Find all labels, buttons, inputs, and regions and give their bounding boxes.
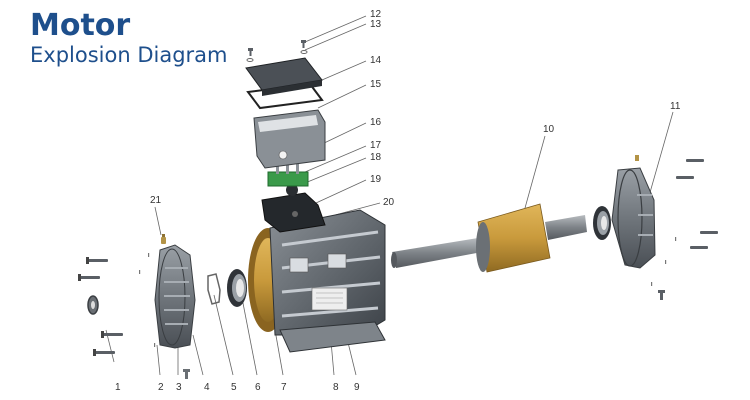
part-label-20: 20 (383, 197, 395, 208)
part-label-21: 21 (150, 195, 162, 206)
terminal-cover (245, 57, 323, 96)
rotor (391, 203, 587, 273)
page-subtitle: Explosion Diagram (30, 43, 228, 67)
front-bearing (227, 269, 247, 307)
part-label-10: 10 (543, 124, 555, 135)
part-label-3: 3 (176, 382, 182, 393)
part-label-18: 18 (370, 152, 382, 163)
part-label-5: 5 (231, 382, 237, 393)
part-label-6: 6 (255, 382, 261, 393)
bolts-front (78, 257, 123, 356)
front-end-cover (154, 244, 196, 349)
part-label-9: 9 (354, 382, 360, 393)
terminal-box (253, 109, 326, 169)
bolts-rear (658, 159, 718, 300)
part-label-12: 12 (370, 9, 382, 20)
grease-nipple (161, 234, 166, 244)
screw-bottom (183, 369, 190, 379)
part-label-16: 16 (370, 117, 382, 128)
part-label-11: 11 (670, 101, 681, 112)
part-label-15: 15 (370, 79, 382, 90)
part-label-1: 1 (115, 382, 121, 393)
nameplate (311, 287, 348, 311)
terminal-block (267, 171, 309, 187)
part-label-8: 8 (333, 382, 339, 393)
motor-housing (248, 209, 386, 353)
top-screws (246, 40, 308, 62)
part-label-19: 19 (370, 174, 382, 185)
cable-gland (286, 184, 298, 196)
part-label-17: 17 (370, 140, 382, 151)
part-label-7: 7 (281, 382, 287, 393)
rear-grease-nipple (635, 155, 639, 161)
page-title: Motor (30, 8, 131, 43)
rear-bearing (593, 206, 611, 240)
part-label-14: 14 (370, 55, 382, 66)
part-label-2: 2 (158, 382, 164, 393)
part-label-4: 4 (204, 382, 210, 393)
rear-end-cover (611, 167, 656, 269)
wave-washer (207, 273, 221, 305)
title-block: Motor Explosion Diagram (30, 10, 227, 68)
part-label-13: 13 (370, 19, 382, 30)
